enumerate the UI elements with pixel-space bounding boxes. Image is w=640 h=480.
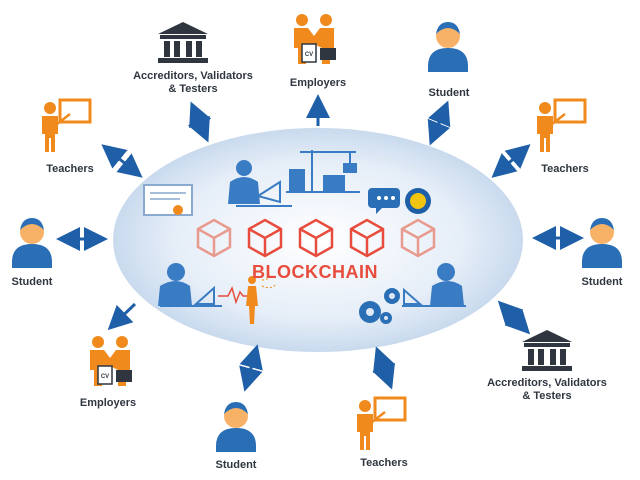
certificate-icon xyxy=(143,184,193,216)
teacher-icon xyxy=(535,98,587,154)
arrow-top-right xyxy=(427,100,451,146)
label-top-center: Employers xyxy=(289,77,347,89)
student-icon xyxy=(428,22,468,72)
gears-icon xyxy=(359,288,400,324)
seal-badge-icon xyxy=(405,188,431,214)
teacher-icon xyxy=(355,396,407,452)
arrow-top-left xyxy=(187,101,212,143)
label-top-right: Student xyxy=(428,87,470,99)
arrow-bottom-right xyxy=(372,346,396,390)
person-laptop-icon xyxy=(402,263,466,307)
label-line: & Testers xyxy=(168,83,218,95)
student-icon xyxy=(12,218,52,268)
factory-icon xyxy=(286,150,360,193)
bank-icon xyxy=(158,22,208,63)
label-left-lower: Employers xyxy=(79,397,137,409)
label-line: Accreditors, Validators xyxy=(133,70,253,82)
label-bottom-right: Teachers xyxy=(360,457,408,469)
arrow-right-upper xyxy=(491,144,531,178)
blockchain-title: BLOCKCHAIN xyxy=(252,262,378,282)
label-right-upper: Teachers xyxy=(541,163,589,175)
label-line: & Testers xyxy=(522,390,572,402)
person-laptop-icon xyxy=(158,263,222,307)
anatomy-figure-icon xyxy=(246,273,277,324)
bank-icon xyxy=(522,330,572,371)
heartbeat-icon xyxy=(218,285,251,305)
label-right-middle: Student xyxy=(581,276,623,288)
arrow-left-lower xyxy=(107,302,137,331)
handshake-icon xyxy=(89,335,133,387)
label-left-middle: Student xyxy=(11,276,53,288)
label-right-lower: Accreditors, Validators & Testers xyxy=(487,377,607,403)
student-icon xyxy=(216,402,256,452)
person-laptop-icon xyxy=(228,160,292,207)
label-left-upper: Teachers xyxy=(46,163,94,175)
student-icon xyxy=(582,218,622,268)
teacher-icon xyxy=(40,98,92,154)
center-ellipse xyxy=(113,128,523,352)
arrow-bottom-center xyxy=(239,344,263,392)
handshake-icon xyxy=(293,13,337,65)
arrow-right-lower xyxy=(497,300,531,335)
chat-bubble-icon xyxy=(368,188,400,214)
label-line: Accreditors, Validators xyxy=(487,377,607,389)
label-bottom-center: Student xyxy=(215,459,257,471)
connection-arrows xyxy=(56,94,584,392)
arrow-left-upper xyxy=(101,144,143,178)
label-top-left: Accreditors, Validators & Testers xyxy=(133,70,253,96)
